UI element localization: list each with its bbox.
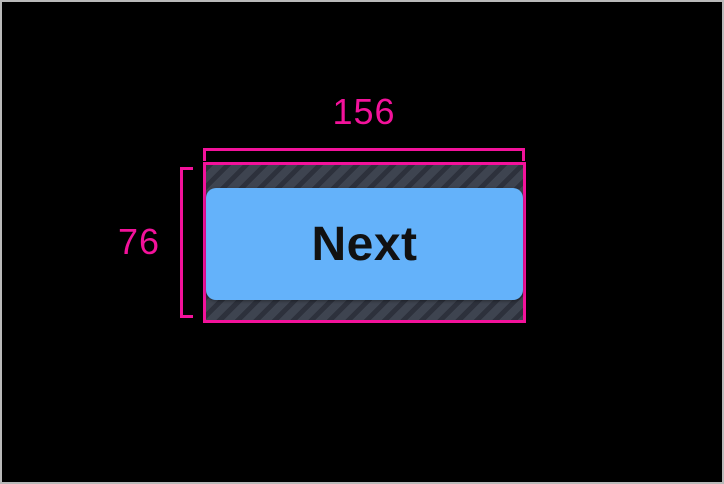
next-button[interactable]: Next [206,188,523,300]
width-dimension-label: 156 [332,91,396,132]
height-dimension-label: 76 [117,221,160,262]
width-measure-bracket [203,148,525,161]
next-button-label: Next [311,217,418,271]
touch-target-overlay: Next [203,162,526,323]
height-measure-bracket [180,167,193,318]
